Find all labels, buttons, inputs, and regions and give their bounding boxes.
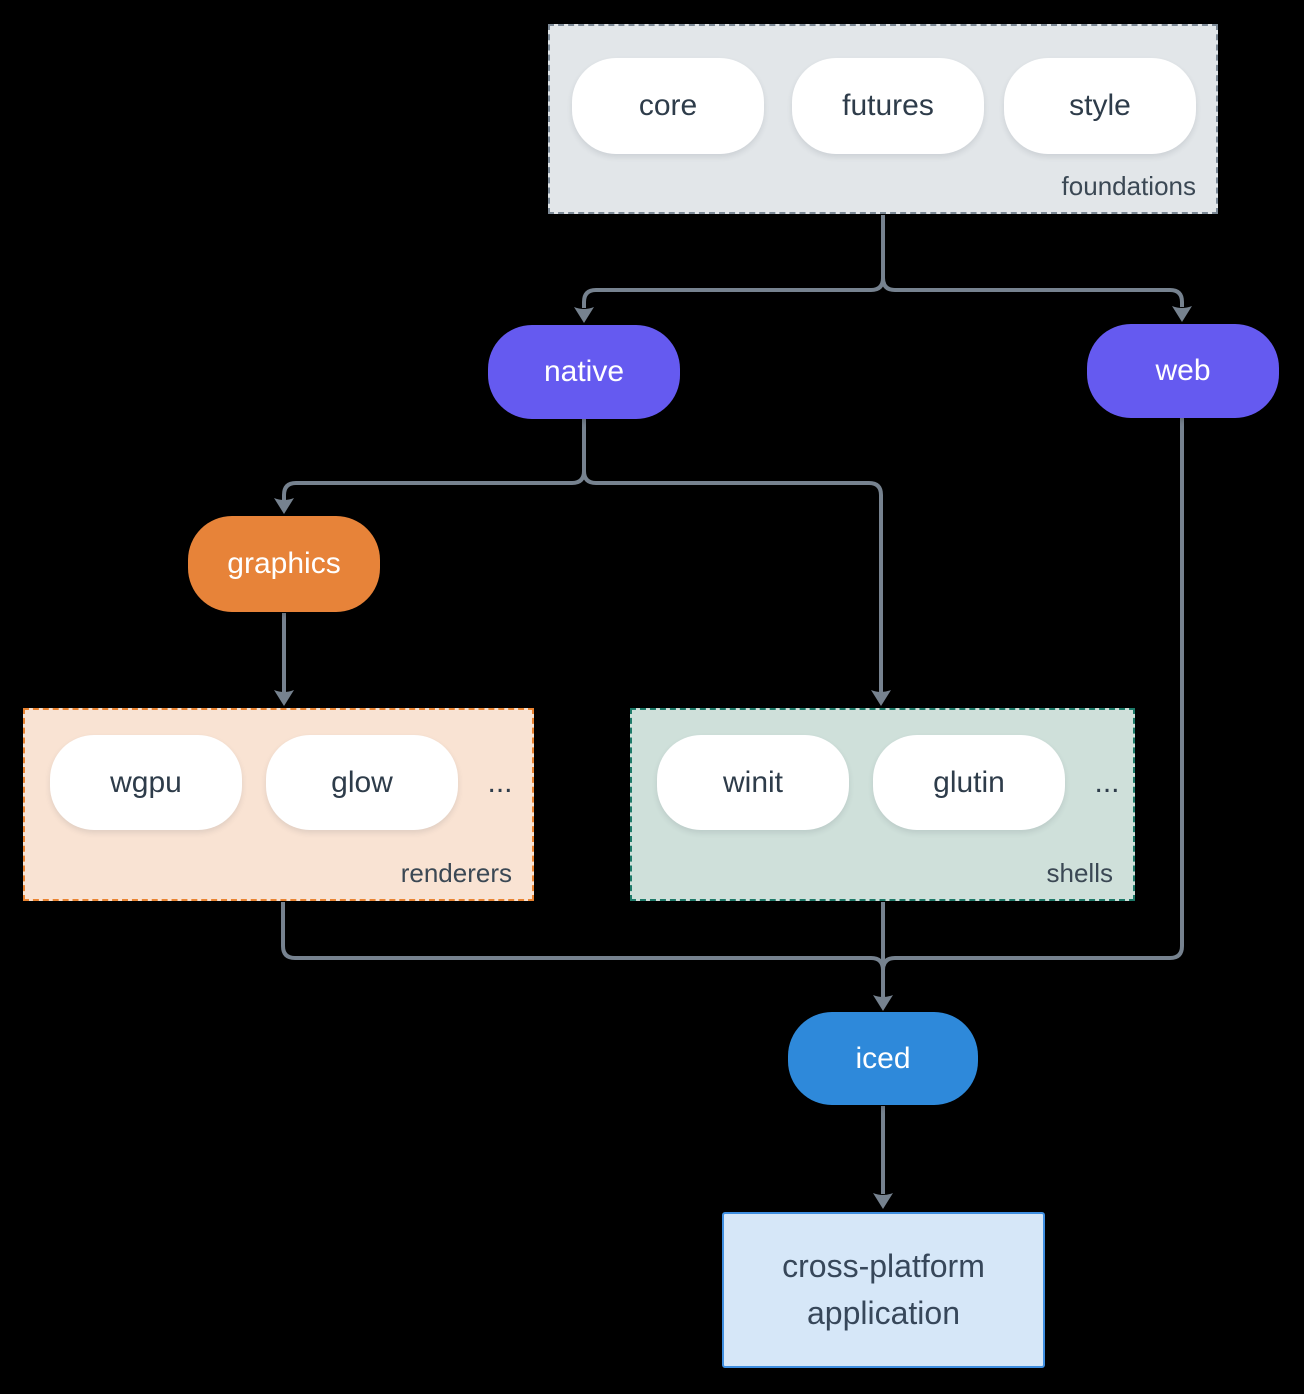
edge-foundations-web (881, 215, 1184, 307)
group-foundations: core futures style foundations (548, 24, 1218, 214)
arrowhead-graphics (274, 498, 294, 514)
group-renderers-label: renderers (400, 858, 512, 888)
node-glutin: glutin (873, 735, 1065, 830)
group-renderers: wgpu glow ... renderers (23, 708, 534, 901)
app-label-line1: cross-platform (782, 1248, 985, 1284)
node-wgpu: wgpu (50, 735, 242, 830)
node-iced: iced (788, 1012, 978, 1105)
node-core: core (572, 58, 764, 154)
node-web: web (1087, 324, 1279, 418)
renderers-ellipsis: ... (487, 765, 513, 799)
node-futures: futures (792, 58, 984, 154)
edge-native-graphics (282, 418, 586, 500)
app-label-line2: application (807, 1295, 960, 1331)
arrowhead-shells (871, 690, 891, 706)
arrowhead-app (873, 1193, 893, 1209)
arrowhead-renderers (274, 690, 294, 706)
edge-foundations-native (582, 215, 885, 308)
node-graphics: graphics (188, 516, 380, 612)
node-style: style (1004, 58, 1196, 154)
arrowhead-iced (873, 995, 893, 1011)
arrowhead-web (1172, 306, 1192, 322)
arrowhead-native (574, 307, 594, 323)
edge-renderers-iced (281, 902, 885, 997)
edge-native-shells (582, 418, 883, 692)
group-shells: winit glutin ... shells (630, 708, 1135, 901)
node-winit: winit (657, 735, 849, 830)
node-glow: glow (266, 735, 458, 830)
node-cross-platform-application: cross-platform application (722, 1212, 1045, 1368)
shells-ellipsis: ... (1094, 765, 1120, 799)
group-shells-label: shells (1046, 858, 1113, 888)
group-foundations-label: foundations (1061, 171, 1196, 201)
node-native: native (488, 325, 680, 419)
